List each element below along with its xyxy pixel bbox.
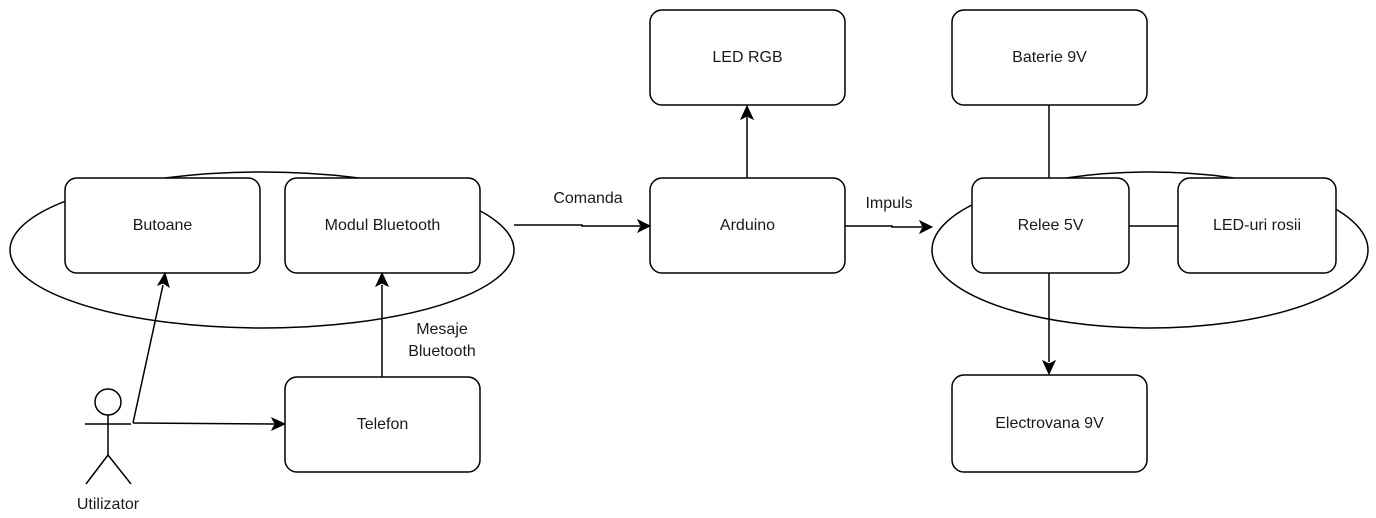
edge-label-comanda: Comanda	[553, 190, 622, 207]
actor-label: Utilizator	[77, 496, 140, 513]
node-relee: Relee 5V	[971, 177, 1130, 274]
node-baterie: Baterie 9V	[951, 9, 1148, 106]
node-telefon: Telefon	[284, 376, 481, 473]
arrowhead-butoane	[156, 271, 170, 289]
output-group-ellipse	[931, 171, 1369, 329]
node-modul-bluetooth: Modul Bluetooth	[284, 177, 481, 274]
edge-impuls	[845, 225, 922, 228]
node-led-rgb: LED RGB	[649, 9, 846, 106]
node-led-rosii-label: LED-uri rosii	[1213, 217, 1301, 234]
edge-label-mesaje-2: Bluetooth	[408, 343, 476, 360]
edge-actor-telefon	[132, 422, 275, 425]
edge-label-impuls: Impuls	[865, 195, 912, 212]
edge-actor-butoane	[132, 284, 164, 424]
node-led-rosii: LED-uri rosii	[1177, 177, 1337, 274]
node-butoane: Butoane	[64, 177, 261, 274]
node-telefon-label: Telefon	[357, 416, 409, 433]
actor-utilizator: Utilizator	[77, 388, 140, 513]
arrowhead-telefon	[270, 416, 287, 432]
node-electrovana-label: Electrovana 9V	[995, 415, 1104, 432]
input-group-ellipse	[9, 171, 515, 329]
actor-leg-right	[107, 454, 132, 485]
node-modul-bluetooth-label: Modul Bluetooth	[325, 217, 441, 234]
node-arduino-label: Arduino	[720, 217, 775, 234]
node-electrovana: Electrovana 9V	[951, 374, 1148, 473]
arrowhead-impuls	[918, 219, 934, 235]
edge-label-mesaje-1: Mesaje	[416, 321, 468, 338]
node-led-rgb-label: LED RGB	[712, 49, 782, 66]
arrowhead-led-rgb	[739, 104, 755, 121]
node-butoane-label: Butoane	[133, 217, 193, 234]
arrowhead-electrovana	[1041, 359, 1057, 376]
edge-comanda	[514, 224, 640, 227]
node-arduino: Arduino	[649, 177, 846, 274]
node-relee-label: Relee 5V	[1018, 217, 1084, 234]
arrowhead-modul	[374, 271, 390, 288]
actor-head	[94, 388, 122, 416]
actor-leg-left	[85, 454, 109, 485]
node-baterie-label: Baterie 9V	[1012, 49, 1087, 66]
arrowhead-comanda	[636, 218, 652, 234]
